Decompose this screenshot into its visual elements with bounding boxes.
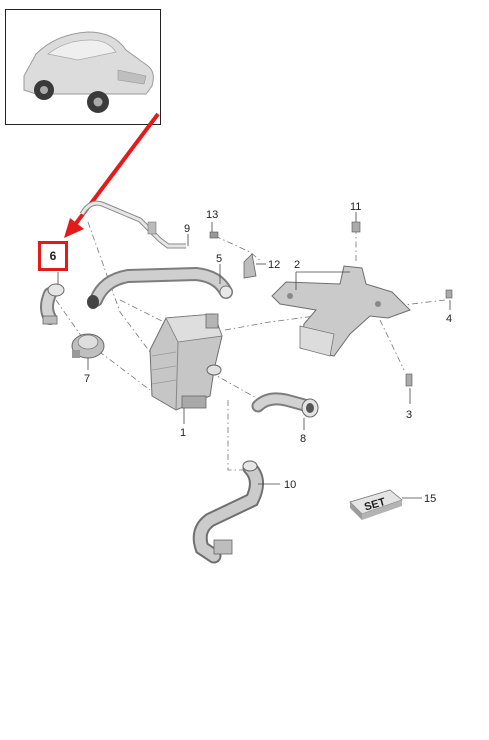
callout-4: 4 — [446, 313, 452, 325]
highlighted-part-number: 6 — [49, 249, 57, 263]
callout-1: 1 — [180, 427, 186, 439]
highlighted-part-callout[interactable]: 6 — [38, 241, 68, 271]
part-13-bolt — [209, 231, 219, 239]
callout-10: 10 — [284, 479, 296, 491]
part-4-bolt — [445, 289, 453, 299]
part-2-bracket — [271, 265, 411, 357]
callout-12: 12 — [268, 259, 280, 271]
part-1-heater-unit — [149, 313, 223, 411]
part-5-hose — [87, 266, 233, 309]
vehicle-thumbnail — [5, 9, 161, 125]
callout-13: 13 — [206, 209, 218, 221]
leader-lines — [57, 212, 451, 499]
callout-11: 11 — [350, 201, 361, 213]
callout-5: 5 — [216, 253, 222, 265]
car-icon — [23, 31, 154, 113]
highlight-arrow — [64, 112, 160, 238]
part-3-bolt — [405, 373, 413, 387]
part-10-hose — [192, 460, 264, 564]
part-9-pipe — [79, 200, 186, 249]
part-12-clip — [243, 253, 257, 279]
part-7-pump — [71, 333, 105, 359]
part-6-elbow — [40, 283, 65, 325]
callout-7: 7 — [84, 373, 90, 385]
callout-3: 3 — [406, 409, 412, 421]
callout-15: 15 — [424, 493, 436, 505]
part-15-set-box: SET — [349, 489, 403, 520]
callout-labels: 1 2 3 4 5 7 8 9 10 11 12 13 15 — [84, 201, 452, 505]
callout-9: 9 — [184, 223, 190, 235]
set-box-label: SET — [363, 496, 387, 514]
callout-2: 2 — [294, 259, 300, 271]
part-8-hose — [251, 392, 319, 418]
part-11-bolt — [351, 221, 361, 233]
callout-8: 8 — [300, 433, 306, 445]
